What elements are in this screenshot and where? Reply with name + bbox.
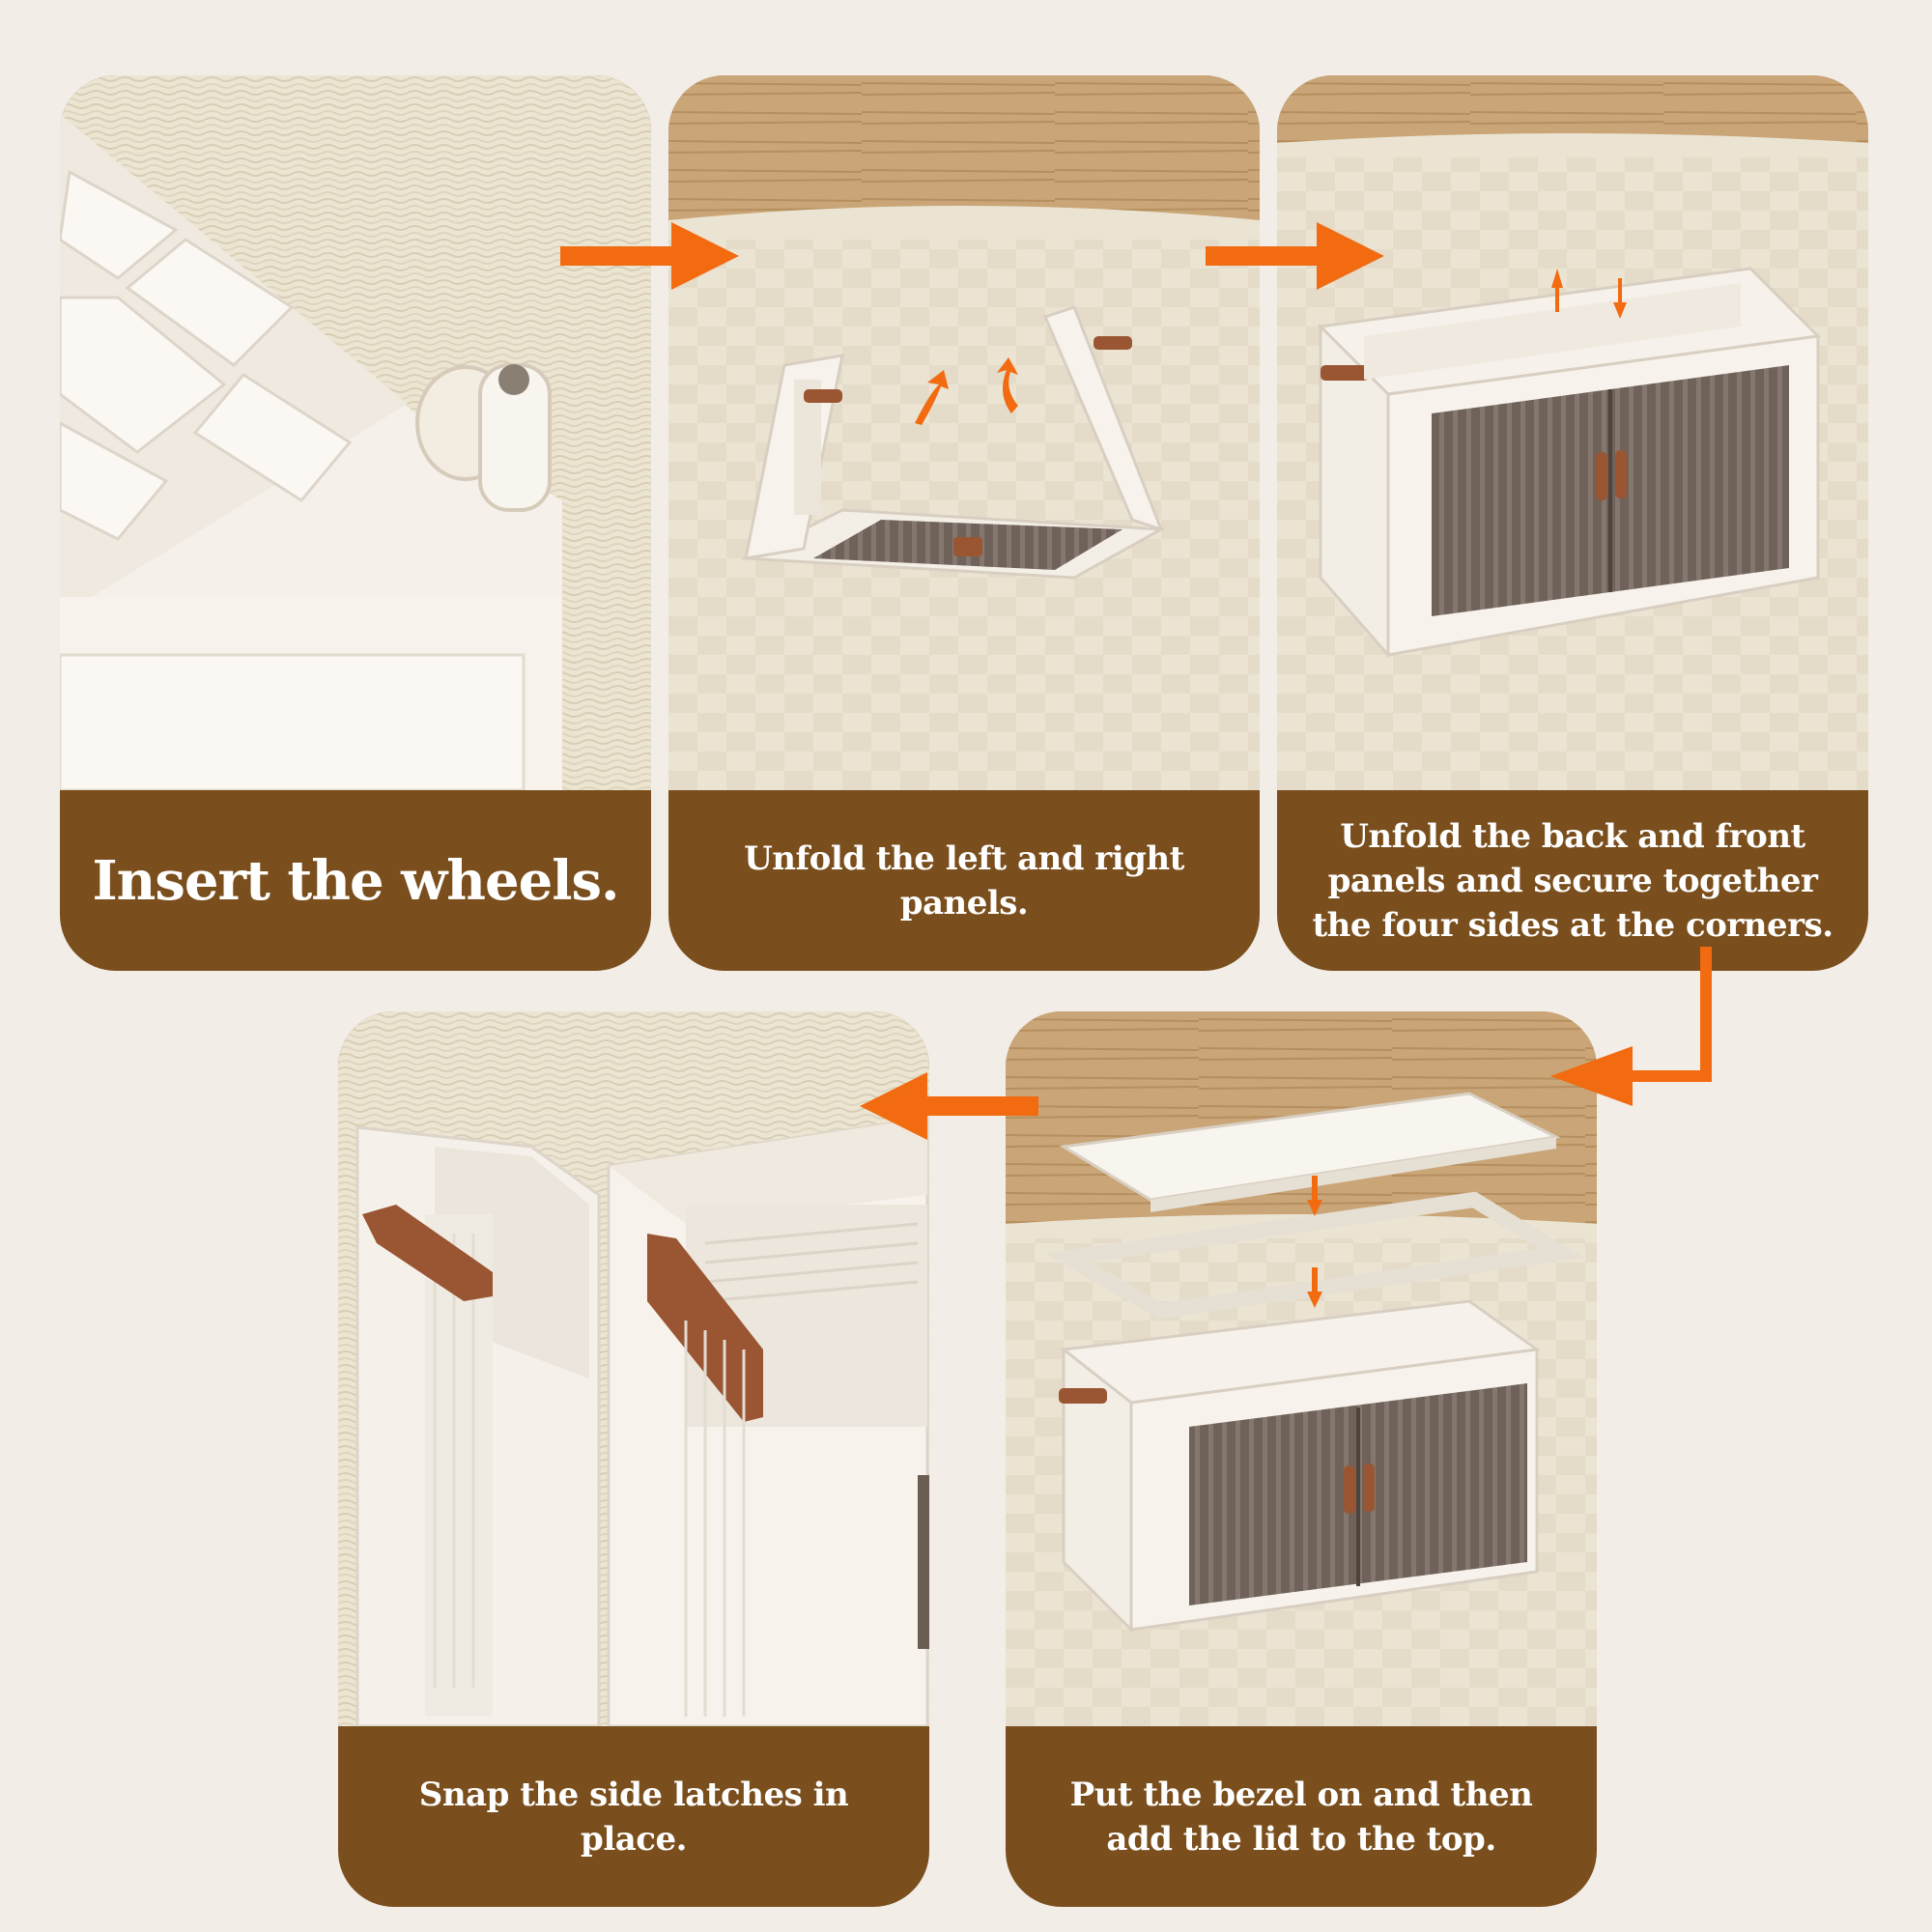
down-arrow-icon xyxy=(1613,278,1627,319)
step-panel-4: Put the bezel on and then add the lid to… xyxy=(1006,1011,1597,1907)
step-caption-3: Unfold the back and front panels and sec… xyxy=(1277,790,1868,971)
rotate-arrow-left-icon xyxy=(915,370,949,425)
step-panel-2: Unfold the left and right panels. xyxy=(668,75,1260,971)
down-arrow-icon xyxy=(1307,1267,1322,1308)
arrow-step2-to-step3 xyxy=(1206,222,1384,290)
bezel-lid-illustration xyxy=(1044,1092,1584,1634)
step-panel-5: Snap the side latches in place. xyxy=(338,1011,929,1907)
arrow-step1-to-step2 xyxy=(560,222,739,290)
box-corner-illustration xyxy=(60,114,562,790)
caption-text: Unfold the back and front panels and sec… xyxy=(1312,816,1833,945)
step-photo-1 xyxy=(60,75,651,790)
up-down-arrow-icon xyxy=(1551,269,1563,312)
wheel-icon xyxy=(415,363,552,512)
step-caption-5: Snap the side latches in place. xyxy=(338,1726,929,1907)
step-caption-2: Unfold the left and right panels. xyxy=(668,790,1260,971)
caption-text: Insert the wheels. xyxy=(92,848,619,913)
arrow-step3-to-step4 xyxy=(1550,947,1712,1106)
step-photo-3 xyxy=(1277,75,1868,790)
step-caption-4: Put the bezel on and then add the lid to… xyxy=(1006,1726,1597,1907)
flat-box-illustration xyxy=(740,305,1167,580)
caption-text: Put the bezel on and then add the lid to… xyxy=(1069,1775,1533,1859)
caption-text: Unfold the left and right panels. xyxy=(744,838,1184,923)
bezel xyxy=(1044,1191,1584,1320)
latch-icon xyxy=(362,1205,493,1301)
caption-text: Snap the side latches in place. xyxy=(418,1775,849,1859)
side-latch-closeup-illustration xyxy=(355,1116,929,1726)
step-photo-2 xyxy=(668,75,1260,790)
arrow-step4-to-step5 xyxy=(860,1072,1038,1140)
assembled-box-illustration xyxy=(1317,267,1822,659)
step-caption-1: Insert the wheels. xyxy=(60,790,651,971)
step-photo-4 xyxy=(1006,1011,1597,1726)
step-panel-3: Unfold the back and front panels and sec… xyxy=(1277,75,1868,971)
down-arrow-icon xyxy=(1307,1176,1322,1216)
step-panel-1: Insert the wheels. xyxy=(60,75,651,971)
step-photo-5 xyxy=(338,1011,929,1726)
rotate-arrow-right-icon xyxy=(997,357,1018,413)
